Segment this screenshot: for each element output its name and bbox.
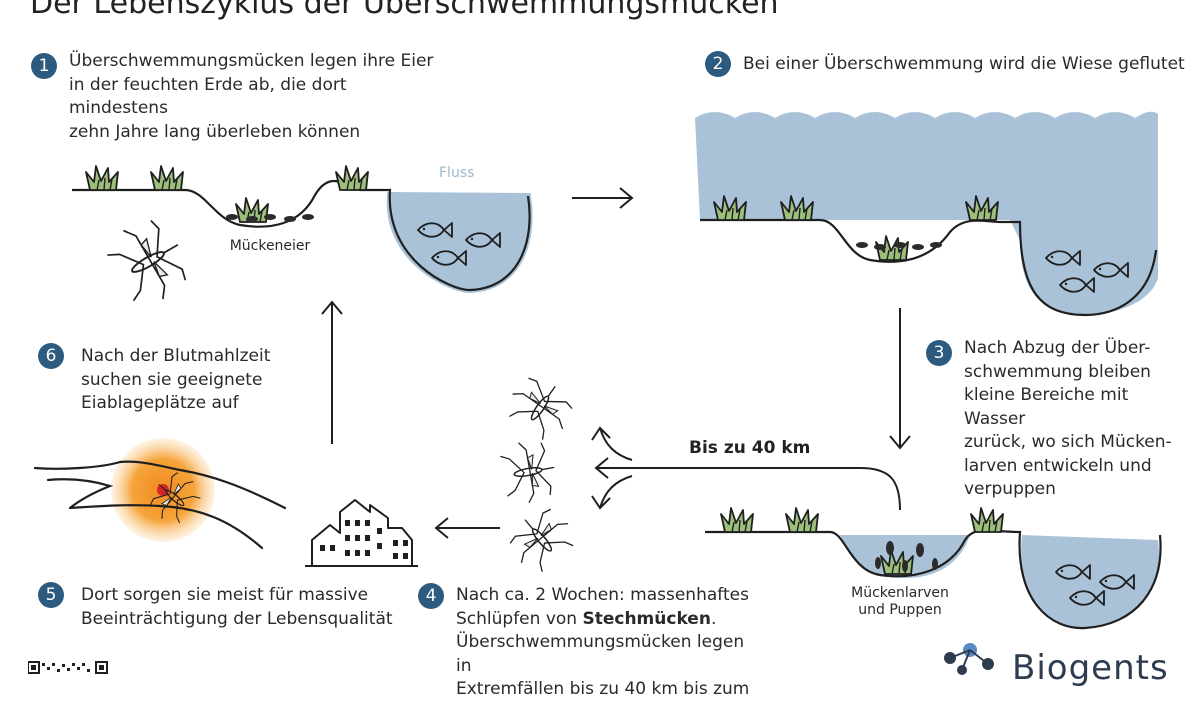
arrow-step2-to-step3: [889, 308, 911, 450]
river-label: Fluss: [439, 165, 475, 181]
eggs-label: Mückeneier: [229, 238, 311, 254]
page-title: Der Lebenszyklus der Überschwemmungsmück…: [30, 0, 779, 21]
step-3-badge: 3: [926, 340, 952, 366]
step-6-badge: 6: [38, 343, 64, 369]
step-5-text: Dort sorgen sie meist für massive Beeint…: [81, 585, 393, 629]
step-2-badge: 2: [705, 51, 731, 77]
step-5-badge: 5: [38, 582, 64, 608]
brand-logo-text: Biogents: [1012, 648, 1169, 688]
arrow-step4-to-step5: [434, 517, 500, 539]
houses-icon: [305, 499, 418, 567]
step-2-text: Bei einer Überschwemmung wird die Wiese …: [743, 54, 1185, 74]
brand-logo-icon: [944, 643, 994, 675]
qr-code-icon: [28, 661, 108, 674]
panel-2-flooded: [695, 111, 1158, 317]
arrow-step6-to-step1: [321, 300, 343, 444]
step-1-badge: 1: [31, 53, 57, 79]
hatched-mosquitoes: [498, 368, 582, 579]
arm-bite-illustration: [33, 438, 287, 550]
larvae-label: Mückenlarven und Puppen: [851, 585, 949, 618]
step-1-text: Überschwemmungsmücken legen ihre Eier in…: [69, 51, 434, 142]
step-6-text: Nach der Blutmahlzeit suchen sie geeigne…: [81, 346, 271, 413]
lifecycle-illustration: [33, 111, 1162, 630]
arrow-distance: [591, 426, 901, 511]
panel-3-larvae: [705, 507, 1162, 630]
adult-mosquito-icon: [100, 210, 198, 313]
step-4-badge: 4: [418, 583, 444, 609]
distance-label: Bis zu 40 km: [689, 438, 811, 458]
step-4-text: Nach ca. 2 Wochen: massenhaftes Schlüpfe…: [456, 585, 750, 699]
panel-1-ground: [72, 165, 533, 294]
arrow-step1-to-step2: [572, 187, 634, 209]
step-3-text: Nach Abzug der Über- schwemmung bleiben …: [964, 338, 1172, 499]
